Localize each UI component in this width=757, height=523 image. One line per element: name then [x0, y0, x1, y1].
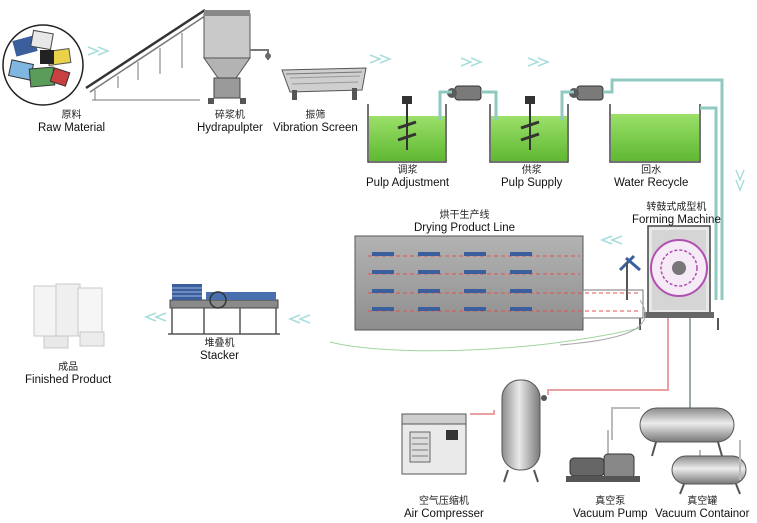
arrow-stacker-to-product [143, 312, 167, 322]
stacker-machine [168, 284, 280, 335]
drying-product-line [329, 235, 646, 352]
flow-arrows [87, 46, 745, 324]
label-stacker-zh: 堆叠机 [204, 338, 235, 349]
label-raw-material: 原料 Raw Material [38, 110, 105, 135]
raw-material-illustration [2, 24, 84, 106]
label-finished-product-zh: 成品 [58, 362, 79, 373]
label-forming-machine-zh: 转鼓式成型机 [646, 202, 707, 213]
arrow-dryer-to-stacker [287, 314, 311, 324]
label-finished-product-en: Finished Product [25, 374, 112, 386]
label-pulp-supply-zh: 供浆 [521, 165, 542, 176]
pulp-tanks [367, 96, 701, 163]
label-pulp-adjustment: 调浆 Pulp Adjustment [366, 165, 449, 190]
label-pulp-adjustment-zh: 调浆 [397, 165, 418, 176]
label-pulp-adjustment-en: Pulp Adjustment [366, 177, 450, 189]
arrow-screen-to-adjustment [369, 54, 393, 64]
label-stacker: 堆叠机 Stacker [200, 338, 239, 363]
arrow-down-to-forming [735, 169, 745, 193]
label-vibration-screen: 振筛 Vibration Screen [273, 110, 358, 135]
arrow-forming-to-dryer [599, 235, 623, 245]
label-finished-product: 成品 Finished Product [25, 362, 111, 387]
label-air-compressor: 空气压缩机 Air Compresser [404, 496, 484, 521]
label-vacuum-container: 真空罐 Vacuum Containor [655, 496, 749, 521]
air-storage-tank [501, 379, 547, 483]
label-pulp-supply: 供浆 Pulp Supply [501, 165, 562, 190]
air-compressor-illustration [401, 413, 467, 475]
arrow-supply-to-recycle [527, 57, 551, 67]
hydrapulper-machine [203, 10, 271, 104]
label-stacker-en: Stacker [200, 350, 239, 362]
label-drying-line: 烘干生产线 Drying Product Line [414, 210, 515, 235]
arrow-adjust-to-supply [460, 57, 484, 67]
label-water-recycle-zh: 回水 [641, 165, 662, 176]
label-vacuum-pump: 真空泵 Vacuum Pump [573, 496, 648, 521]
label-forming-machine-en: Forming Machine [632, 214, 721, 226]
label-raw-material-en: Raw Material [38, 122, 106, 134]
label-forming-machine: 转鼓式成型机 Forming Machine [632, 202, 721, 227]
label-drying-line-zh: 烘干生产线 [439, 210, 490, 221]
label-hydrapulpter-zh: 碎浆机 [214, 110, 245, 121]
label-drying-line-en: Drying Product Line [414, 222, 515, 234]
label-vibration-screen-zh: 振筛 [305, 110, 326, 121]
label-pulp-supply-en: Pulp Supply [501, 177, 563, 189]
vibration-screen-machine [281, 67, 367, 100]
conveyor-belt [85, 8, 209, 101]
label-hydrapulpter-en: Hydrapulpter [197, 122, 263, 134]
label-air-compressor-zh: 空气压缩机 [418, 496, 469, 507]
arrow-raw-to-conveyor [87, 46, 111, 56]
label-vacuum-pump-en: Vacuum Pump [573, 508, 648, 520]
label-water-recycle-en: Water Recycle [614, 177, 689, 189]
label-vacuum-container-en: Vacuum Containor [655, 508, 750, 520]
vacuum-pump-illustration [566, 453, 640, 482]
vacuum-container-illustration [639, 407, 747, 495]
label-vibration-screen-en: Vibration Screen [273, 122, 358, 134]
label-vacuum-pump-zh: 真空泵 [595, 496, 626, 507]
finished-product-illustration [33, 283, 105, 349]
label-raw-material-zh: 原料 [61, 110, 82, 121]
water-pipes [438, 78, 724, 300]
label-air-compressor-en: Air Compresser [404, 508, 484, 520]
label-water-recycle: 回水 Water Recycle [614, 165, 688, 190]
forming-machine-illustration [618, 225, 719, 330]
label-vacuum-container-zh: 真空罐 [687, 496, 718, 507]
label-hydrapulpter: 碎浆机 Hydrapulpter [197, 110, 263, 135]
